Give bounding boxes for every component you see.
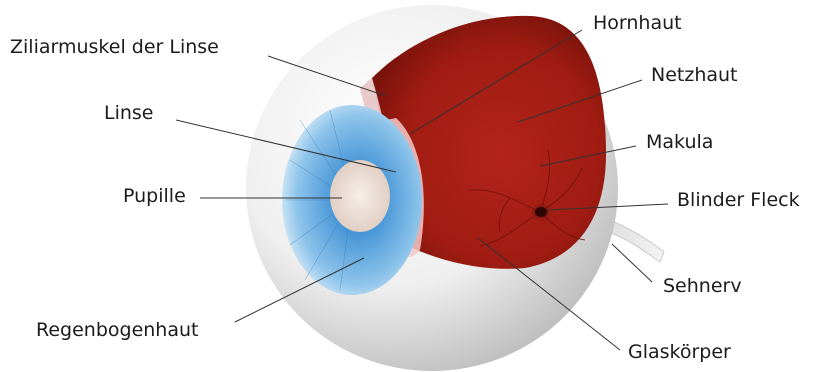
label-blind-spot: Blinder Fleck xyxy=(677,191,800,210)
blind-spot-core xyxy=(535,207,547,217)
label-vitreous-body: Glaskörper xyxy=(628,343,731,362)
pupil-shape xyxy=(330,160,390,232)
label-macula: Makula xyxy=(646,133,713,152)
label-iris: Regenbogenhaut xyxy=(36,321,198,340)
label-pupil: Pupille xyxy=(123,187,186,206)
label-lens: Linse xyxy=(104,104,154,123)
label-cornea: Hornhaut xyxy=(593,14,682,33)
label-retina: Netzhaut xyxy=(651,66,738,85)
label-optic-nerve: Sehnerv xyxy=(663,277,742,296)
label-ciliary-muscle: Ziliarmuskel der Linse xyxy=(10,38,219,57)
